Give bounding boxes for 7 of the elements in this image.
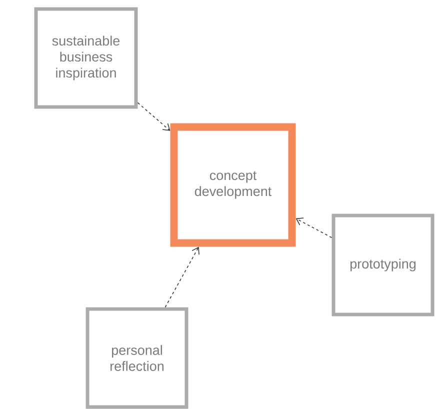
process-box: prototyping: [332, 214, 434, 316]
concept-box: concept development: [170, 123, 296, 247]
process-box: sustainable business inspiration: [34, 7, 138, 109]
arrow: [296, 218, 332, 238]
process-box: personal reflection: [86, 307, 188, 409]
arrow: [164, 246, 200, 308]
arrow: [137, 102, 170, 131]
